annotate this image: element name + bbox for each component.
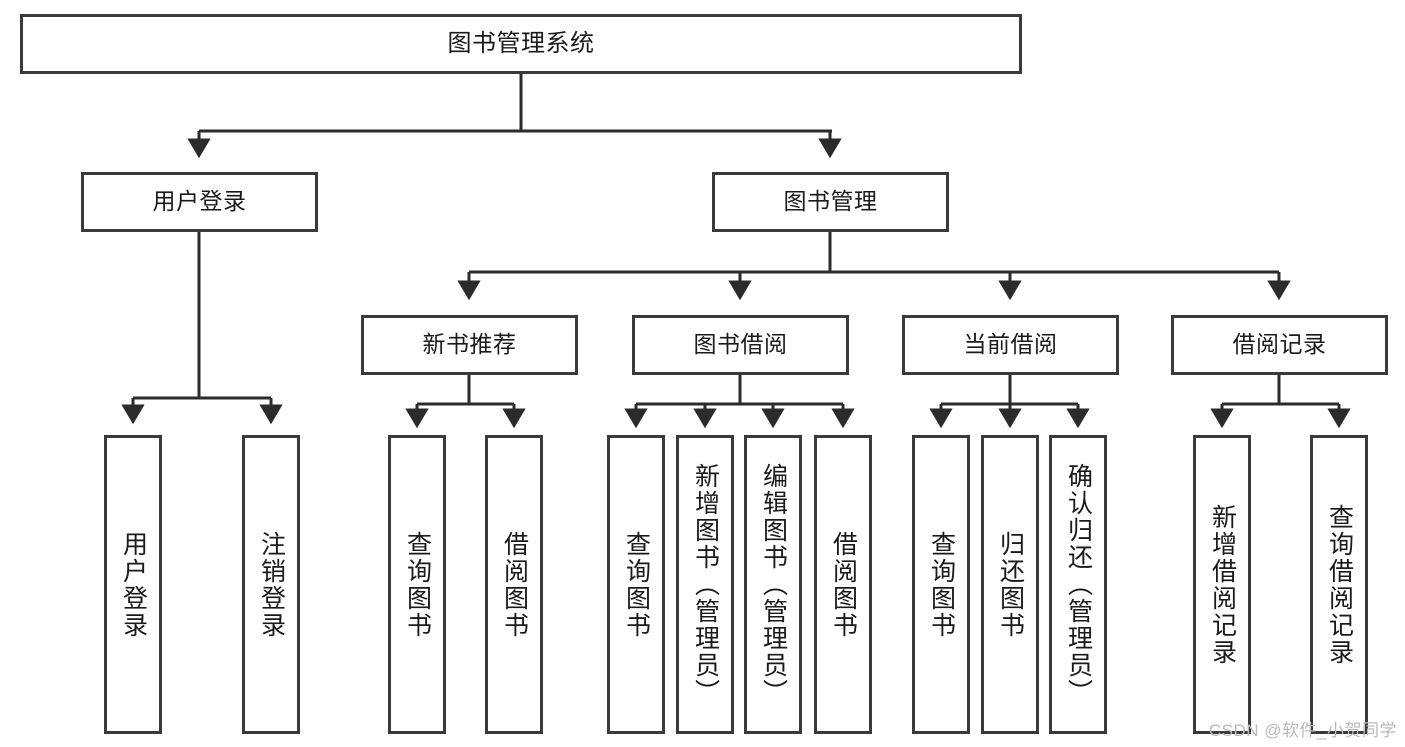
csdn-watermark: CSDN @软件_小贺同学 <box>1208 721 1397 740</box>
leaf-borrow-books[interactable]: 借阅图书 <box>814 435 872 734</box>
node-label: 借阅图书 <box>500 530 529 639</box>
node-label: 编辑图书（管理员） <box>759 463 788 706</box>
leaf-borrow-books-newbook[interactable]: 借阅图书 <box>485 435 543 734</box>
node-label: 图书管理系统 <box>447 29 595 57</box>
node-user-login[interactable]: 用户登录 <box>81 172 318 232</box>
node-label: 查询图书 <box>927 530 956 639</box>
leaf-add-borrow-record[interactable]: 新增借阅记录 <box>1193 435 1251 734</box>
leaf-query-borrow-record[interactable]: 查询借阅记录 <box>1310 435 1368 734</box>
node-label: 归还图书 <box>996 530 1025 639</box>
leaf-edit-book-admin[interactable]: 编辑图书（管理员） <box>744 435 802 734</box>
leaf-query-books-newbook[interactable]: 查询图书 <box>388 435 446 734</box>
node-label: 用户登录 <box>119 530 148 639</box>
node-label: 图书管理 <box>783 188 878 215</box>
node-current-borrowing[interactable]: 当前借阅 <box>902 315 1119 375</box>
node-label: 新增借阅记录 <box>1208 503 1237 666</box>
node-label: 借阅记录 <box>1232 331 1327 358</box>
node-new-book-recommendation[interactable]: 新书推荐 <box>361 315 578 375</box>
node-root-book-management-system[interactable]: 图书管理系统 <box>20 14 1022 74</box>
node-book-management[interactable]: 图书管理 <box>712 172 949 232</box>
leaf-user-login[interactable]: 用户登录 <box>104 435 162 734</box>
leaf-return-books[interactable]: 归还图书 <box>981 435 1039 734</box>
node-label: 当前借阅 <box>963 331 1058 358</box>
leaf-add-book-admin[interactable]: 新增图书（管理员） <box>676 435 734 734</box>
node-label: 查询图书 <box>622 530 651 639</box>
node-label: 新增图书（管理员） <box>691 463 720 706</box>
node-borrowing-records[interactable]: 借阅记录 <box>1171 315 1388 375</box>
node-book-borrowing[interactable]: 图书借阅 <box>632 315 849 375</box>
node-label: 确认归还（管理员） <box>1064 463 1093 706</box>
node-label: 查询借阅记录 <box>1325 503 1354 666</box>
leaf-query-books-current[interactable]: 查询图书 <box>912 435 970 734</box>
node-label: 借阅图书 <box>829 530 858 639</box>
leaf-query-books-borrow[interactable]: 查询图书 <box>607 435 665 734</box>
node-label: 注销登录 <box>257 530 286 639</box>
leaf-confirm-return-admin[interactable]: 确认归还（管理员） <box>1049 435 1107 734</box>
node-label: 查询图书 <box>403 530 432 639</box>
node-label: 新书推荐 <box>422 331 517 358</box>
node-label: 图书借阅 <box>693 331 788 358</box>
node-label: 用户登录 <box>152 188 247 215</box>
leaf-logout[interactable]: 注销登录 <box>242 435 300 734</box>
